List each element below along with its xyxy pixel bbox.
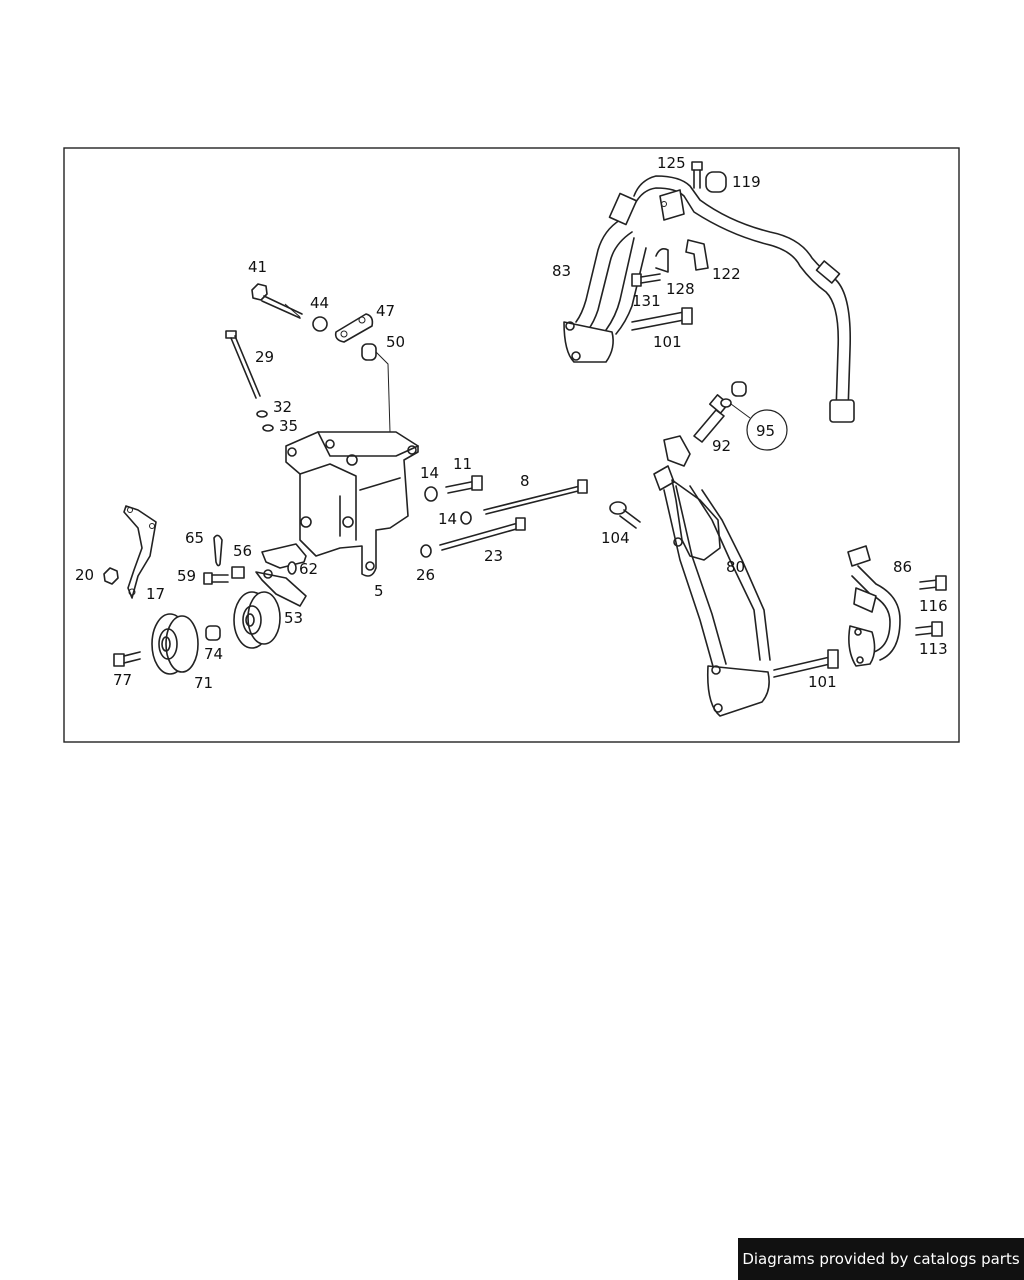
label-59: 59 — [177, 567, 196, 585]
label-125: 125 — [657, 154, 686, 172]
pulley-71 — [151, 613, 199, 675]
label-92: 92 — [712, 437, 731, 455]
bolt-131 — [631, 273, 661, 287]
label-32: 32 — [273, 398, 292, 416]
label-53: 53 — [284, 609, 303, 627]
bolt-125 — [691, 161, 703, 189]
label-11: 11 — [453, 455, 472, 473]
bolt-8 — [483, 479, 588, 515]
label-50: 50 — [386, 333, 405, 351]
washer-26 — [420, 544, 432, 558]
label-62: 62 — [299, 560, 318, 578]
pulley-53 — [233, 591, 281, 649]
label-14-lower: 14 — [438, 510, 457, 528]
label-29: 29 — [255, 348, 274, 366]
label-8: 8 — [520, 472, 530, 490]
bushing-74 — [205, 625, 221, 641]
label-5: 5 — [374, 582, 384, 600]
bolt-29 — [225, 330, 261, 399]
label-71: 71 — [194, 674, 213, 692]
label-95: 95 — [756, 422, 775, 440]
bolt-113 — [915, 621, 943, 637]
pipe-83 — [563, 175, 855, 423]
bolt-116 — [919, 575, 947, 591]
label-41: 41 — [248, 258, 267, 276]
plate-47 — [334, 313, 374, 343]
label-104: 104 — [601, 529, 630, 547]
label-74: 74 — [204, 645, 223, 663]
label-23: 23 — [484, 547, 503, 565]
label-80: 80 — [726, 558, 745, 576]
bolt-41 — [251, 283, 303, 319]
bolt-23 — [439, 517, 526, 551]
label-77: 77 — [113, 671, 132, 689]
label-122: 122 — [712, 265, 741, 283]
label-131: 131 — [632, 292, 661, 310]
label-101-lower: 101 — [808, 673, 837, 691]
washer-35 — [262, 424, 274, 432]
nut-20 — [103, 567, 119, 585]
label-14-upper: 14 — [420, 464, 439, 482]
label-56: 56 — [233, 542, 252, 560]
diagram-frame — [63, 147, 960, 743]
pipe-80 — [653, 435, 771, 717]
bushing-50 — [361, 343, 377, 361]
clip-128 — [655, 248, 669, 273]
label-83: 83 — [552, 262, 571, 280]
cover-17 — [123, 505, 157, 599]
cap-95-part — [731, 381, 747, 397]
label-17: 17 — [146, 585, 165, 603]
label-86: 86 — [893, 558, 912, 576]
washer-44 — [312, 316, 328, 332]
fitting-92 — [693, 394, 730, 443]
bolt-104 — [609, 501, 641, 529]
washer-14-upper — [424, 486, 438, 502]
tensioner-arm-62 — [255, 543, 307, 607]
spacer-56 — [231, 566, 245, 579]
label-26: 26 — [416, 566, 435, 584]
label-20: 20 — [75, 566, 94, 584]
callout-circle-95 — [746, 409, 788, 451]
credit-banner: Diagrams provided by catalogs parts — [738, 1238, 1024, 1280]
label-47: 47 — [376, 302, 395, 320]
label-44: 44 — [310, 294, 329, 312]
label-113: 113 — [919, 640, 948, 658]
label-101-upper: 101 — [653, 333, 682, 351]
pin-65 — [213, 534, 223, 567]
label-128: 128 — [666, 280, 695, 298]
bolt-101-lower — [773, 649, 839, 678]
label-119: 119 — [732, 173, 761, 191]
washer-32 — [256, 410, 268, 418]
label-65: 65 — [185, 529, 204, 547]
pipe-86 — [847, 545, 901, 667]
label-116: 116 — [919, 597, 948, 615]
bolt-77 — [113, 651, 141, 667]
bolt-59 — [203, 572, 229, 585]
bolt-11 — [445, 475, 483, 494]
bracket-122 — [685, 239, 709, 271]
washer-14-lower — [460, 511, 472, 525]
bracket-5 — [285, 431, 419, 577]
bolt-101-upper — [631, 307, 693, 331]
bushing-119 — [705, 171, 727, 193]
label-35: 35 — [279, 417, 298, 435]
seal-95 — [720, 398, 732, 408]
